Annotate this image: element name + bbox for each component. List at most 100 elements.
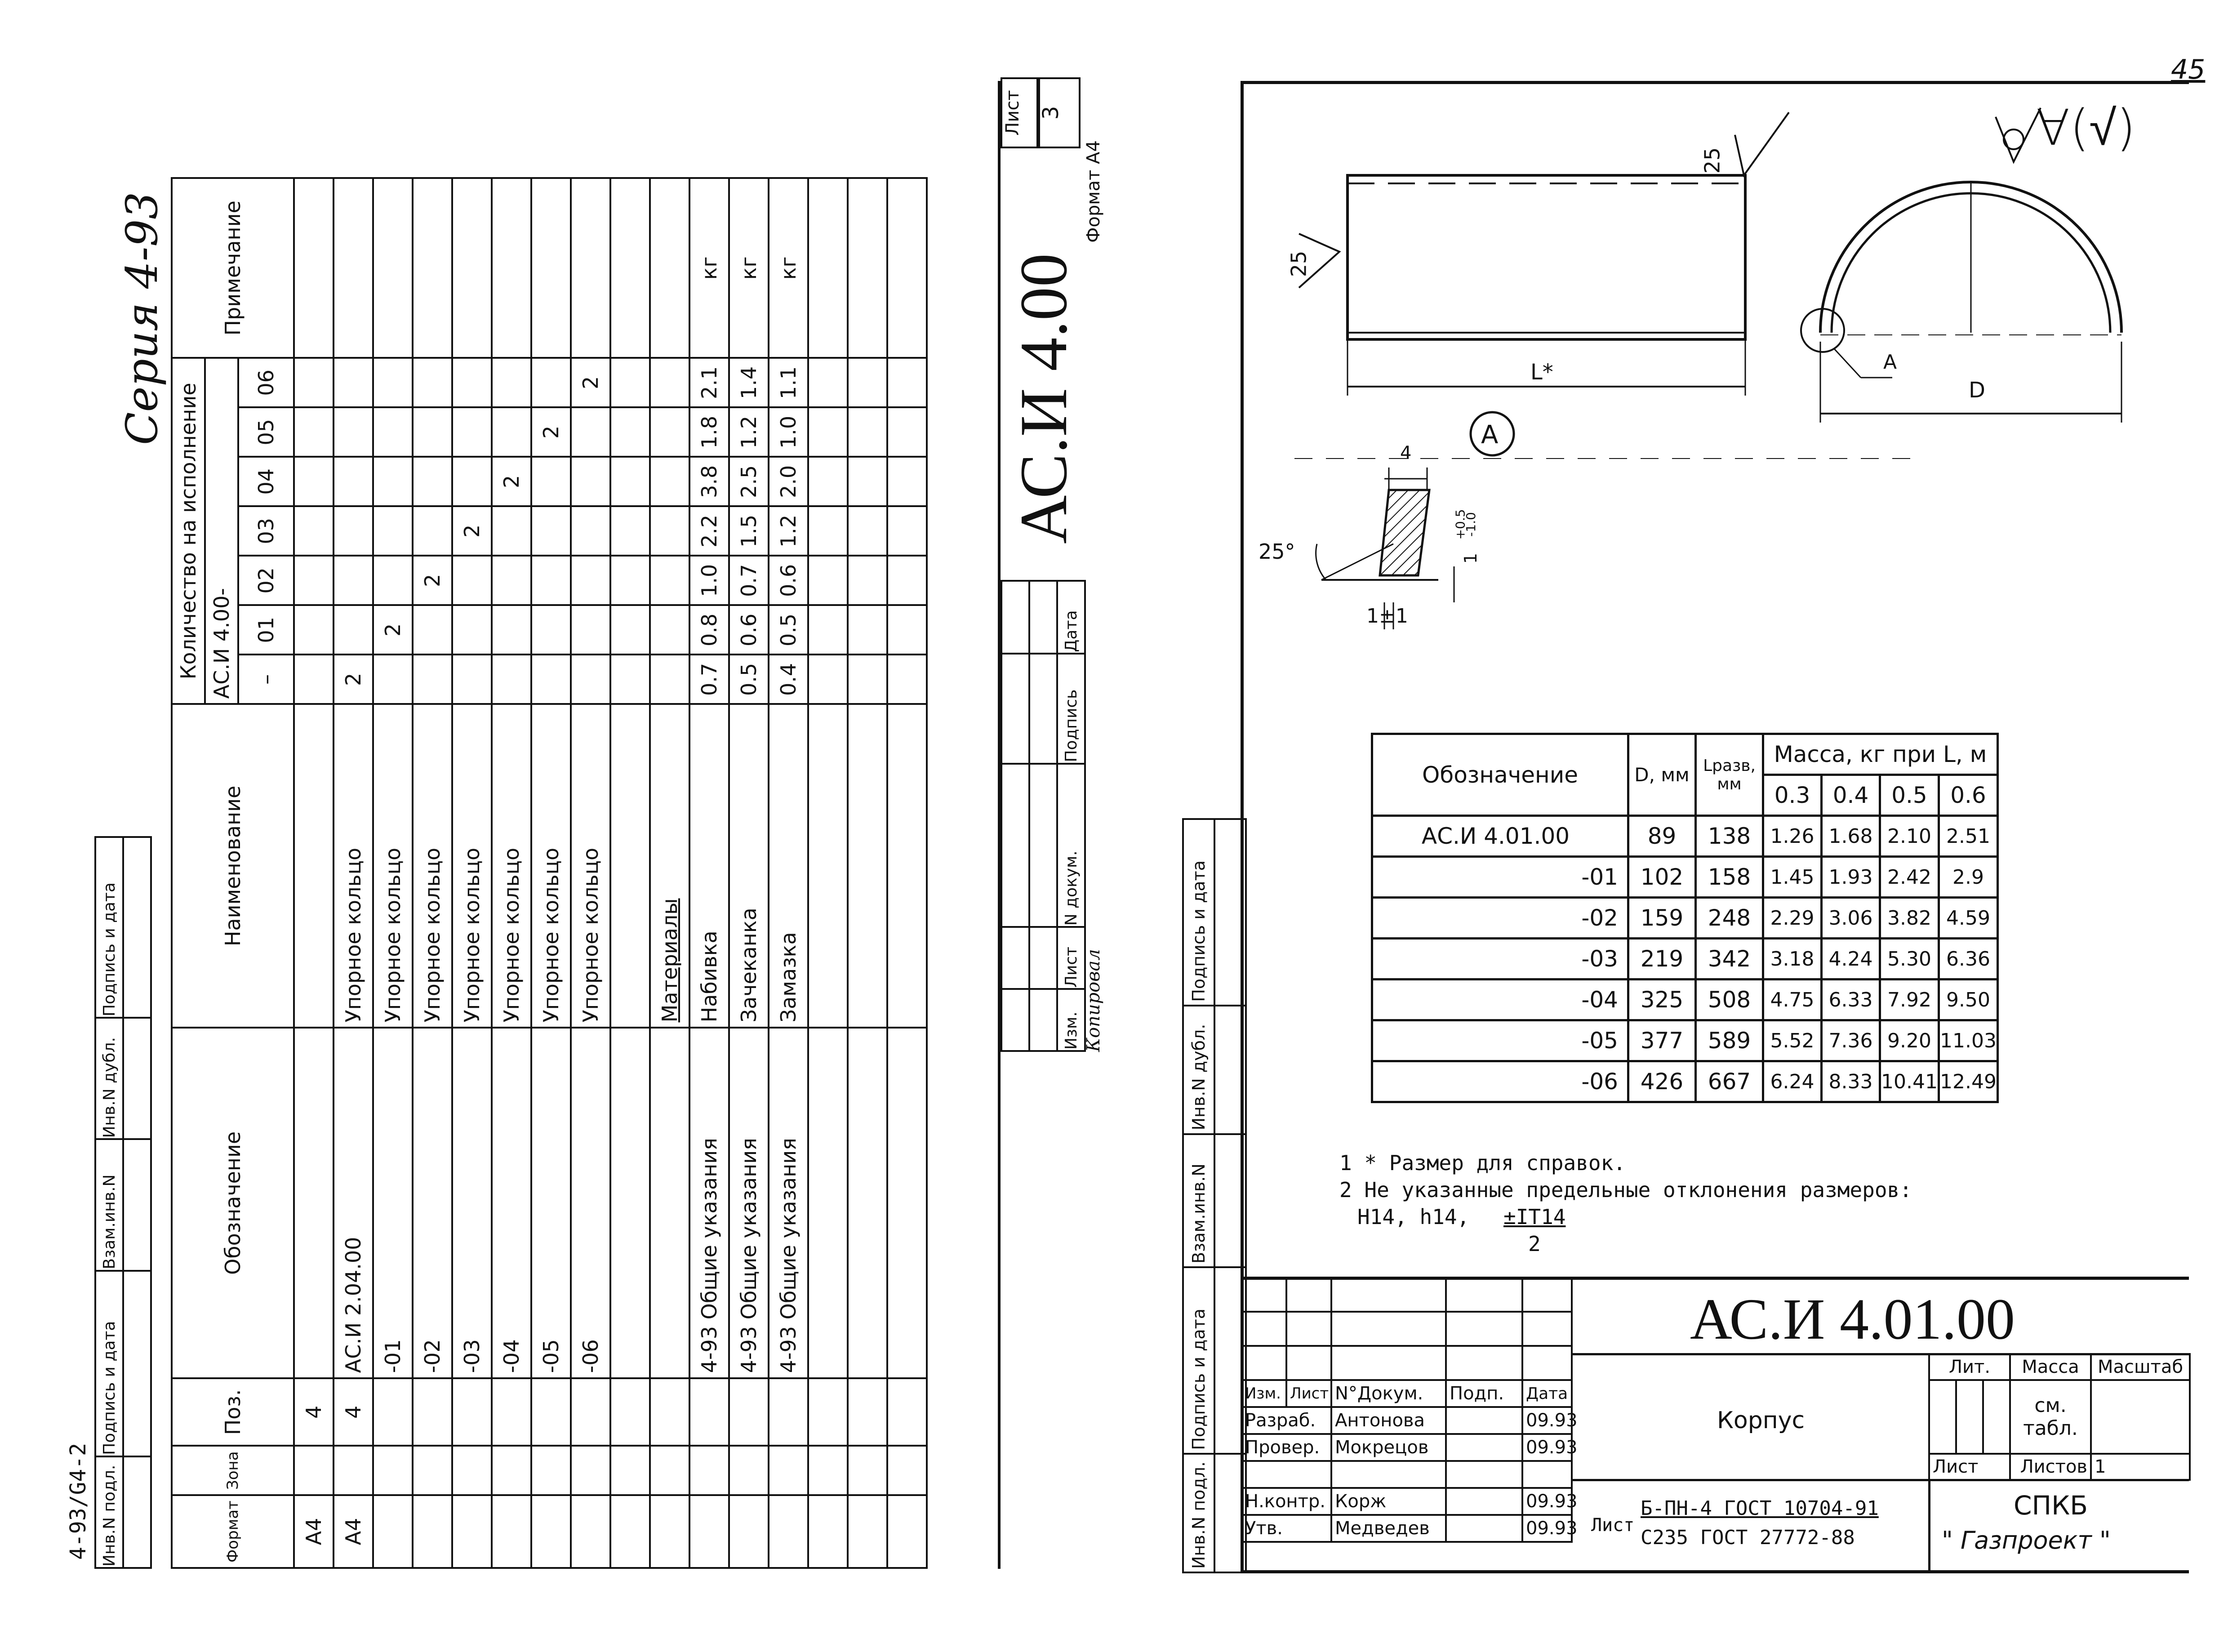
spec-qty [650,655,689,704]
tb-sheets-value: 1 [2090,1453,2191,1481]
spec-designation: -05 [531,1028,571,1379]
spec-qty [413,407,452,457]
part-drawing [1294,107,2123,629]
spec-pos [769,1378,808,1446]
tb-date: 09.93 [1521,1514,1578,1543]
mass-value: 6.24 [1762,1060,1823,1103]
spec-note [650,178,689,358]
spec-format [769,1495,808,1568]
spec-qty [848,407,887,457]
tb-col-header: N°Докум. [1330,1379,1447,1408]
mass-l: 138 [1694,815,1764,858]
mass-value: 2.42 [1879,855,1940,899]
left-bottom-strip: Инв.N подл. Подпись и дата Взам.инв.N Ин… [94,836,152,1569]
spec-qty: 1.1 [769,358,808,408]
spec-qty [571,407,610,457]
spec-qty: 1.0 [769,407,808,457]
spec-qty [610,358,650,408]
spec-qty [848,605,887,655]
tb-empty [1285,1345,1332,1381]
spec-qty: 2 [571,358,610,408]
note-2-frac-bottom: 2 [1528,1232,1541,1256]
mass-header-d: D, мм [1627,733,1697,817]
page-number: 45 [2171,54,2206,85]
header-format: Формат [172,1495,294,1568]
material-divider [1571,1479,2189,1481]
header-name: Наименование [172,704,294,1028]
spec-qty: 2.1 [689,358,729,408]
spec-zone [334,1446,373,1496]
detail-circle [1800,308,1845,353]
tb-signature [1445,1460,1523,1489]
spec-designation [650,1028,689,1379]
qty-col: – [238,655,294,704]
mass-value: 3.06 [1820,896,1881,940]
diameter-label: D [1969,378,1985,403]
spec-designation: -06 [571,1028,610,1379]
tb-empty [1001,927,1029,989]
spec-qty [334,358,373,408]
tb-signature [1445,1487,1523,1516]
tb-empty [1445,1277,1523,1313]
spec-qty [848,506,887,556]
specification-table: Формат Зона Поз. Обозначение Наименовани… [171,177,928,1569]
spec-pos [689,1378,729,1446]
mass-value: 9.20 [1879,1019,1940,1062]
spec-format [848,1495,887,1568]
spec-designation: -03 [452,1028,492,1379]
left-sheet-label: Лист [1001,77,1040,148]
spec-qty [848,556,887,606]
mass-designation: -01 [1371,855,1629,899]
spec-designation [610,1028,650,1379]
spec-qty [452,655,492,704]
header-designation: Обозначение [172,1028,294,1379]
tb-header: Дата [1057,581,1085,654]
spec-zone [887,1446,927,1496]
spec-zone [769,1446,808,1496]
spec-format [373,1495,413,1568]
spec-designation: 4-93 Общие указания [769,1028,808,1379]
spec-qty [452,407,492,457]
spec-name: Упорное кольцо [531,704,571,1028]
spec-pos [848,1378,887,1446]
spec-qty [294,358,334,408]
spec-qty: 1.2 [729,407,769,457]
roughness-symbol-label: ∀(√) [2036,99,2136,156]
left-sheet-number: 3 [1036,77,1081,148]
tb-mass-label: Масса [2009,1353,2092,1381]
spec-qty [531,506,571,556]
mass-value: 4.75 [1762,978,1823,1021]
roughness-mark-top [1734,111,1790,178]
spec-qty [373,556,413,606]
spec-qty [650,506,689,556]
mass-l-value: 0.3 [1762,774,1823,817]
spec-zone [373,1446,413,1496]
spec-name [610,704,650,1028]
spec-zone [452,1446,492,1496]
spec-pos [492,1378,531,1446]
spec-zone [689,1446,729,1496]
spec-designation: -01 [373,1028,413,1379]
spec-note [373,178,413,358]
spec-note [610,178,650,358]
spec-qty [610,407,650,457]
qty-col: 04 [238,457,294,507]
spec-qty [887,506,927,556]
mass-designation: -05 [1371,1019,1629,1062]
mass-l-value: 0.6 [1937,774,1999,817]
qty-col: 05 [238,407,294,457]
format-label: Формат А4 [1083,140,1104,243]
file-code: 4-93/G4-2 [66,1443,91,1560]
spec-qty: 2 [452,506,492,556]
tb-mass-value: см. табл. [2009,1379,2092,1455]
spec-zone [650,1446,689,1496]
spec-qty [808,358,848,408]
tb-empty [1001,989,1029,1051]
mass-value: 10.41 [1879,1060,1940,1103]
roughness-left-label: 25 [1286,250,1311,277]
strip-cell: Взам.инв.N [1183,1134,1214,1268]
